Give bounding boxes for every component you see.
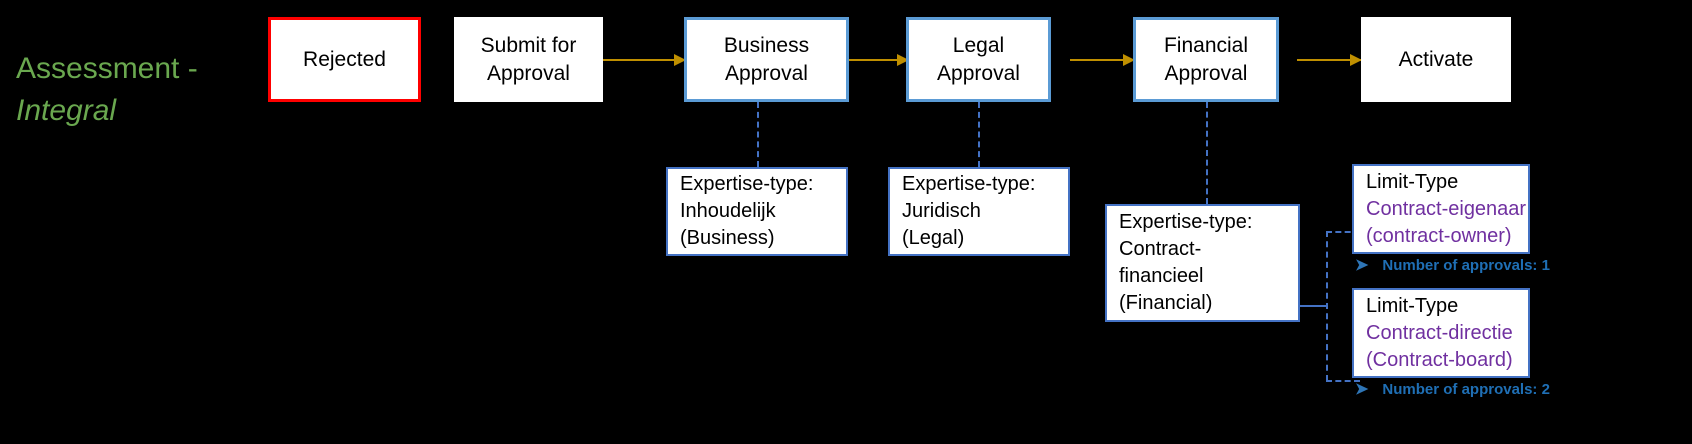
limit-type-owner-name-en: (contract-owner) bbox=[1366, 224, 1512, 247]
expertise-business-line1: Expertise-type: bbox=[680, 173, 814, 195]
note-approvals-board-text: Number of approvals: 2 bbox=[1382, 381, 1550, 398]
node-financial-label-line1: Financial bbox=[1163, 33, 1249, 57]
expertise-business-line3: (Business) bbox=[680, 227, 775, 249]
limit-type-owner-name-nl: Contract-eigenaar bbox=[1366, 197, 1527, 220]
arrow-financial-to-activate bbox=[1297, 54, 1362, 66]
expertise-box-business[interactable]: Expertise-type: Inhoudelijk (Business) bbox=[666, 167, 848, 256]
arrow-legal-to-financial bbox=[1070, 54, 1135, 66]
diagram-title-line2: Integral bbox=[16, 94, 117, 127]
node-legal-label-line1: Legal bbox=[952, 33, 1005, 57]
limit-type-box-contract-owner[interactable]: Limit-Type Contract-eigenaar (contract-o… bbox=[1352, 164, 1530, 254]
expertise-box-financial[interactable]: Expertise-type: Contract- financieel (Fi… bbox=[1105, 204, 1300, 322]
expertise-box-legal[interactable]: Expertise-type: Juridisch (Legal) bbox=[888, 167, 1070, 256]
node-activate[interactable]: Activate bbox=[1361, 17, 1511, 102]
arrow-bullet-icon: ➤ bbox=[1355, 380, 1369, 398]
node-rejected-label: Rejected bbox=[303, 47, 386, 71]
diagram-title-line1: Assessment - bbox=[16, 52, 198, 85]
expertise-legal-line3: (Legal) bbox=[902, 227, 965, 249]
connector-financial-to-expertise bbox=[1206, 102, 1208, 204]
node-financial-approval[interactable]: Financial Approval bbox=[1133, 17, 1279, 102]
note-approvals-owner-text: Number of approvals: 1 bbox=[1382, 257, 1550, 274]
diagram-title: Assessment - Integral bbox=[16, 48, 266, 132]
node-business-label-line1: Business bbox=[723, 33, 810, 57]
expertise-legal-line2: Juridisch bbox=[902, 200, 981, 222]
node-financial-label-line2: Approval bbox=[1164, 61, 1248, 85]
expertise-financial-line1: Expertise-type: bbox=[1119, 211, 1253, 233]
node-submit-label-line2: Approval bbox=[487, 61, 570, 85]
arrow-business-to-legal bbox=[848, 54, 909, 66]
node-submit-for-approval[interactable]: Submit for Approval bbox=[454, 17, 603, 102]
node-business-label-line2: Approval bbox=[725, 61, 808, 85]
node-submit-label-line1: Submit for bbox=[480, 33, 577, 57]
bracket-stem-financial bbox=[1300, 305, 1327, 307]
note-approvals-board: ➤ Number of approvals: 2 bbox=[1355, 381, 1550, 398]
bracket-spine bbox=[1326, 231, 1328, 381]
arrow-bullet-icon: ➤ bbox=[1355, 256, 1369, 274]
expertise-financial-line4: (Financial) bbox=[1119, 292, 1213, 314]
arrow-submit-to-business bbox=[603, 54, 686, 66]
bracket-branch-lower bbox=[1326, 380, 1360, 382]
expertise-financial-line2: Contract- bbox=[1119, 238, 1202, 260]
limit-type-board-name-nl: Contract-directie bbox=[1366, 321, 1513, 344]
limit-type-board-heading: Limit-Type bbox=[1366, 294, 1459, 317]
note-approvals-owner: ➤ Number of approvals: 1 bbox=[1355, 257, 1550, 274]
limit-type-box-contract-board[interactable]: Limit-Type Contract-directie (Contract-b… bbox=[1352, 288, 1530, 378]
bracket-branch-upper bbox=[1326, 231, 1360, 233]
expertise-legal-line1: Expertise-type: bbox=[902, 173, 1036, 195]
node-legal-approval[interactable]: Legal Approval bbox=[906, 17, 1051, 102]
node-activate-label: Activate bbox=[1398, 47, 1474, 71]
node-business-approval[interactable]: Business Approval bbox=[684, 17, 849, 102]
connector-legal-to-expertise bbox=[978, 102, 980, 167]
limit-type-board-name-en: (Contract-board) bbox=[1366, 348, 1513, 371]
expertise-business-line2: Inhoudelijk bbox=[680, 200, 776, 222]
expertise-financial-line3: financieel bbox=[1119, 265, 1204, 287]
limit-type-owner-heading: Limit-Type bbox=[1366, 170, 1459, 193]
node-legal-label-line2: Approval bbox=[937, 61, 1020, 85]
connector-business-to-expertise bbox=[757, 102, 759, 167]
node-rejected[interactable]: Rejected bbox=[268, 17, 421, 102]
